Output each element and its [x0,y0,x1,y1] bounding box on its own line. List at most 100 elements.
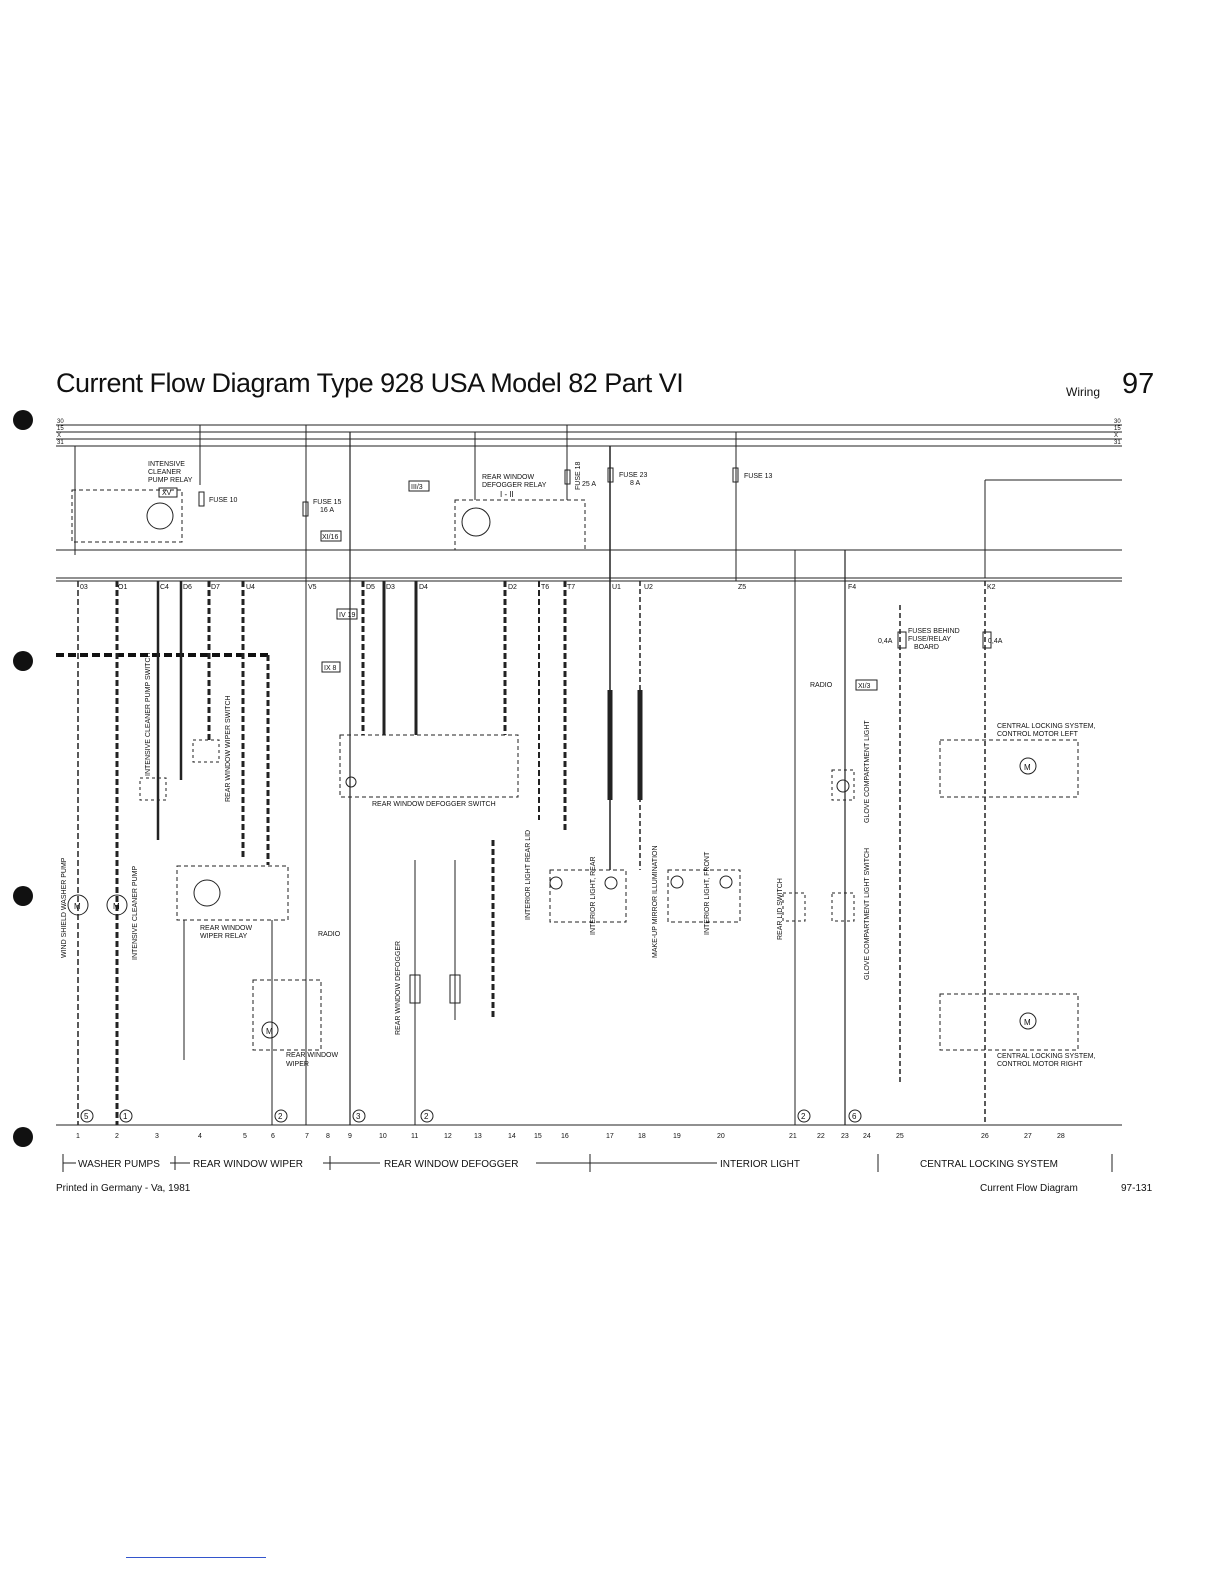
terminal-k2: K2 [987,584,996,591]
terminal-f4: F4 [848,584,856,591]
bus-label-15: 15 [57,426,64,432]
fuses-behind-label-3: BOARD [914,644,939,651]
bus-label-31: 31 [57,440,64,446]
col-21: 21 [789,1133,797,1140]
ref-xv: XV [162,490,172,497]
terminal-o1: O1 [118,584,127,591]
light-rear-lid-vlabel: INTERIOR LIGHT REAR LID [525,830,532,920]
defogger-element-left [409,974,421,1004]
ref-xi-16: XI/16 [322,534,338,541]
wiper-label-2: WIPER [286,1061,309,1068]
bus-label-30: 30 [57,419,64,425]
washer-motor-letter: M [74,902,81,911]
glove-light-vlabel: GLOVE COMPARTMENT LIGHT [864,720,871,823]
intensive-relay-label-3: PUMP RELAY [148,477,193,484]
punch-hole-1 [13,410,33,430]
col-14: 14 [508,1133,516,1140]
col-28: 28 [1057,1133,1065,1140]
defogger-switch-lamp-icon [345,776,357,788]
col-7: 7 [305,1133,309,1140]
defogger-element-right [449,974,461,1004]
terminal-d6: D6 [183,584,192,591]
bus-labels: 30 15 X 31 30 15 X 31 [57,419,1121,446]
section-defogger: REAR WINDOW DEFOGGER [384,1159,518,1170]
defogger-relay-label-2: DEFOGGER RELAY [482,482,547,489]
ground-refs [80,1109,862,1123]
ground-ref-2b: 2 [424,1112,429,1121]
fuse10-label: FUSE 10 [209,497,238,504]
fuse23-icon [607,467,614,483]
intensive-relay-box [71,489,183,543]
bus-label-x-right: X [1114,433,1118,439]
locking-left-box [939,739,1079,798]
col-15: 15 [534,1133,542,1140]
cleaner-switch-vlabel: INTENSIVE CLEANER PUMP SWITCH [145,652,152,776]
section-legend [62,1154,1113,1172]
intensive-relay-label-2: CLEANER [148,469,181,476]
bus-label-30-right: 30 [1114,419,1121,425]
lid-switch-vlabel: REAR LID SWITCH [777,878,784,940]
doc-name: Current Flow Diagram [980,1183,1078,1194]
interior-rear-box [549,869,627,923]
radio-label-2: RADIO [318,931,341,938]
intensive-relay-coil-icon [146,502,174,530]
glove-switch-vlabel: GLOVE COMPARTMENT LIGHT SWITCH [864,848,871,980]
radio-label: RADIO [810,682,833,689]
col-4: 4 [198,1133,202,1140]
rear-lid-lamp-icon [549,876,563,890]
wires [74,425,986,1125]
fuse-04a-right: 0,4A [988,638,1003,645]
wiper-relay-coil-icon [193,879,221,907]
washer-pump-vlabel: WIND SHIELD WASHER PUMP [61,857,68,958]
terminal-u1: U1 [612,584,621,591]
locking-right-label-2: CONTROL MOTOR RIGHT [997,1061,1083,1068]
terminal-03: 03 [80,584,88,591]
locking-left-label-1: CENTRAL LOCKING SYSTEM, [997,723,1096,730]
cleaner-switch-box [139,777,167,801]
defogger-relay-label-1: REAR WINDOW [482,474,535,481]
interior-rear-lamp-icon [604,876,618,890]
col-18: 18 [638,1133,646,1140]
ground-ref-5: 5 [84,1112,89,1121]
col-10: 10 [379,1133,387,1140]
defogger-switch-label: REAR WINDOW DEFOGGER SWITCH [372,801,496,808]
section-locking: CENTRAL LOCKING SYSTEM [920,1159,1058,1170]
col-23: 23 [841,1133,849,1140]
motor-marks: M M M M M [74,763,1031,1036]
fuse15-label: FUSE 15 [313,499,342,506]
locking-right-box [939,993,1079,1051]
ground-ref-2a: 2 [278,1112,283,1121]
fuse18-amp: 25 A [582,481,596,488]
col-9: 9 [348,1133,352,1140]
glove-light-box [831,769,855,801]
fuse10-icon [198,491,205,507]
wiper-label-1: REAR WINDOW [286,1052,339,1059]
intensive-relay-label-1: INTENSIVE [148,461,185,468]
wiper-switch-vlabel: REAR WINDOW WIPER SWITCH [225,695,232,802]
terminal-d5: D5 [366,584,375,591]
cleaner-motor-letter: M [113,902,120,911]
col-17: 17 [606,1133,614,1140]
punch-hole-4 [13,1127,33,1147]
col-22: 22 [817,1133,825,1140]
rear-lid-switch-box [782,892,806,922]
terminal-d2: D2 [508,584,517,591]
ground-ref-1: 1 [123,1112,128,1121]
fuse15-amp: 16 A [320,507,334,514]
bus-label-x: X [57,433,61,439]
vertical-labels: WIND SHIELD WASHER PUMP INTENSIVE CLEANE… [61,652,871,1035]
interior-front-box [667,869,741,923]
fuse23-amp: 8 A [630,480,640,487]
defogger-relay-coil-icon [461,507,491,537]
component-boxes [67,467,1079,1051]
terminal-c4: C4 [160,584,169,591]
ref-iv-19: IV 19 [339,612,355,619]
terminal-v5: V5 [308,584,317,591]
printed-note: Printed in Germany - Va, 1981 [56,1183,191,1194]
fuse23-label: FUSE 23 [619,472,648,479]
glove-light-lamp-icon [836,779,850,793]
light-front-vlabel: INTERIOR LIGHT, FRONT [704,851,711,935]
terminal-u4: U4 [246,584,255,591]
wiper-relay-label-1: REAR WINDOW [200,925,253,932]
